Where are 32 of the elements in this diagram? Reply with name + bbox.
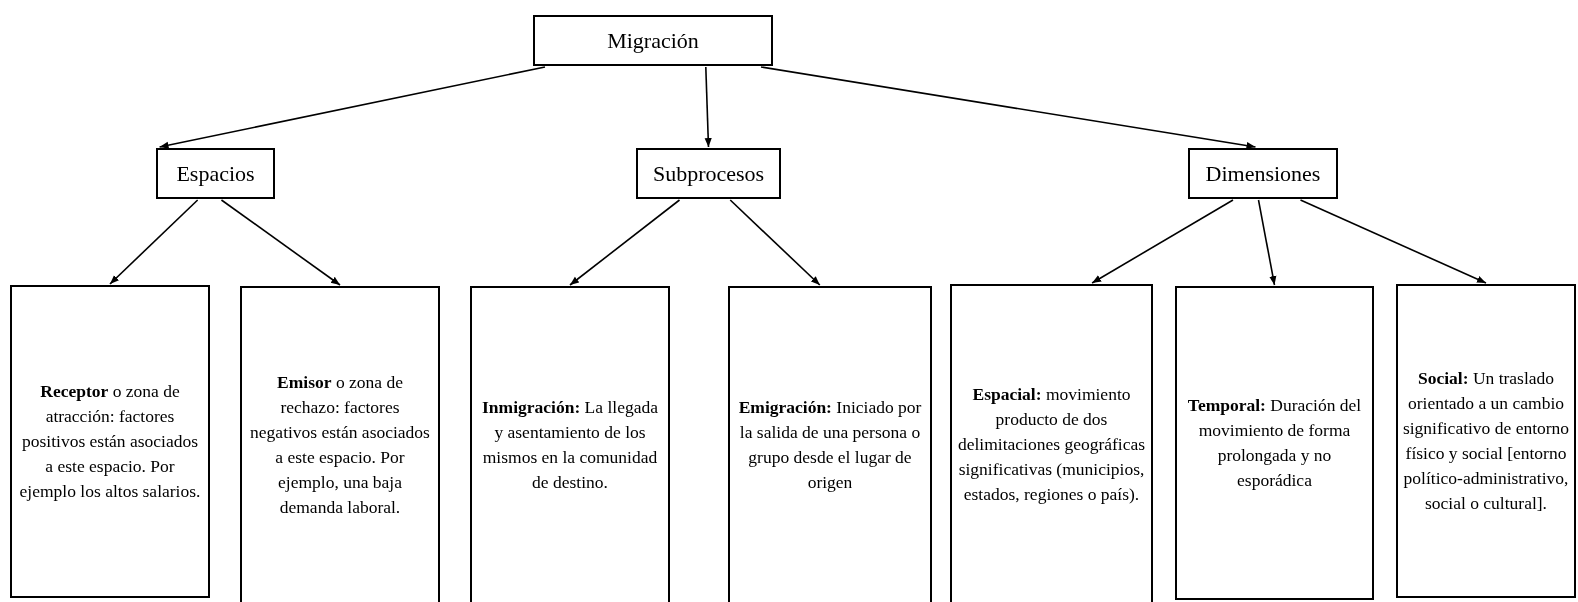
concept-label: Subprocesos	[652, 160, 765, 187]
description-text: Emisor o zona de rechazo: factores negativos están asociados a este espacio. Por ejemplo, una baja demanda laboral.	[249, 371, 431, 519]
description-box	[240, 286, 440, 602]
description-box	[470, 286, 670, 602]
description-box	[1175, 286, 1374, 600]
description-text: Temporal: Duración del movimiento de forma prolongada y no esporádica	[1186, 394, 1363, 492]
arrow	[158, 66, 546, 149]
arrow	[1257, 199, 1277, 286]
arrow	[1299, 199, 1487, 284]
description-text: Emigración: Iniciado por la salida de una persona o grupo desde el lugar de origen	[737, 396, 923, 494]
description-box	[10, 285, 210, 598]
arrow	[729, 199, 821, 286]
description-text: Receptor o zona de atracción: factores positivos están asociados a este espacio. Por ejemplo los altos salarios.	[18, 380, 202, 503]
description-text: Inmigración: La llegada y asentamiento de los mismos en la comunidad de destino.	[481, 396, 659, 494]
arrow	[109, 199, 199, 285]
arrow	[1091, 199, 1234, 284]
concept-label: Migración	[607, 27, 699, 54]
concept-label: Dimensiones	[1205, 160, 1321, 187]
description-box	[728, 286, 932, 602]
arrow	[704, 66, 712, 148]
concept-box	[636, 148, 781, 199]
concept-box	[1188, 148, 1338, 199]
concept-box	[156, 148, 275, 199]
description-box	[1396, 284, 1576, 598]
arrow	[760, 66, 1257, 150]
arrow	[569, 199, 681, 286]
description-text: Social: Un traslado orientado a un cambio significativo de entorno físico y social [entorno político-administrativo, social o cultural].	[1401, 367, 1571, 515]
concept-box	[533, 15, 773, 66]
description-text: Espacial: movimiento producto de dos delimitaciones geográficas significativas (municipios, estados, regiones o país).	[956, 382, 1147, 506]
concept-label: Espacios	[176, 160, 255, 187]
arrow	[220, 199, 341, 286]
description-box	[950, 284, 1153, 602]
